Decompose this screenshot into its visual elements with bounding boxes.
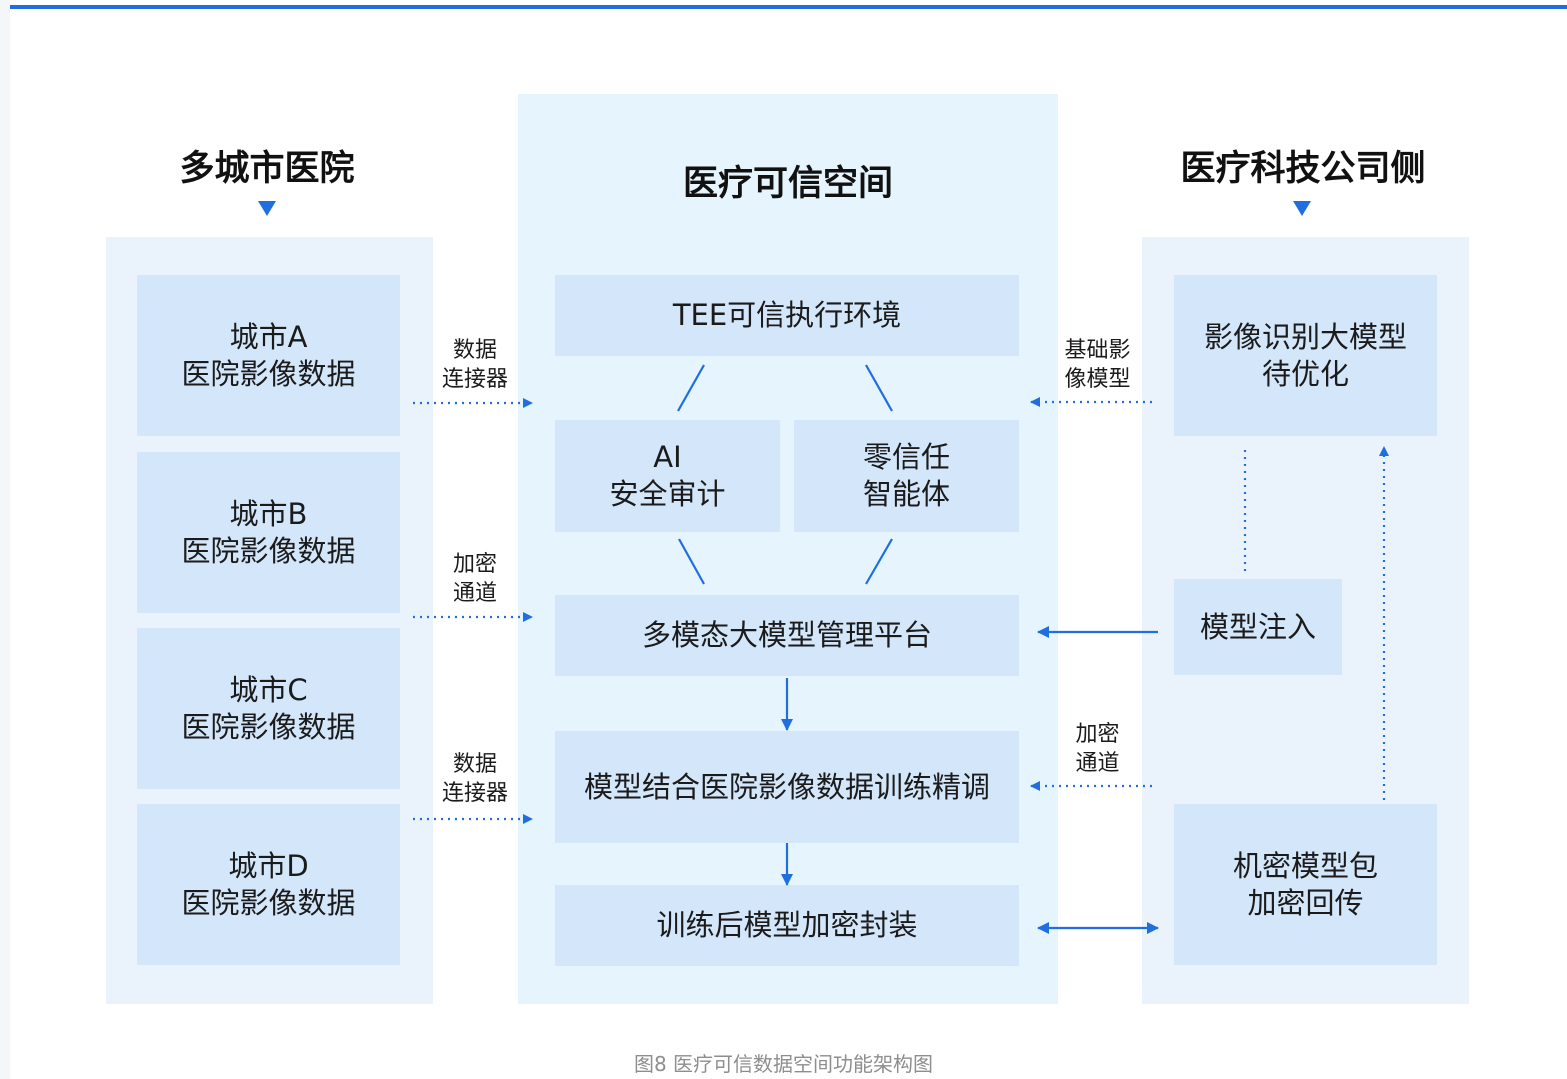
top-accent-bar <box>10 5 1567 9</box>
ai-audit-line2: 安全审计 <box>609 477 726 511</box>
hospital-d-box: 城市D 医院影像数据 <box>137 804 400 965</box>
figure-caption: 图8 医疗可信数据空间功能架构图 <box>633 1052 934 1076</box>
tee-audit-link <box>677 364 705 412</box>
hospital-down-triangle-icon <box>258 201 276 216</box>
ai-audit-line1: AI <box>653 440 682 474</box>
left-connector-label-1: 数据连接器 <box>441 338 508 392</box>
hospital-d-city: 城市D <box>228 848 309 883</box>
hospital-b-data: 医院影像数据 <box>181 533 356 568</box>
zero-trust-line1: 零信任 <box>862 440 950 474</box>
model-return-line1: 机密模型包 <box>1232 848 1378 883</box>
trusted-space-title: 医疗可信空间 <box>682 164 893 204</box>
left-connector-label-2: 加密通道 <box>452 552 497 606</box>
tee-zerotrust-link <box>865 364 893 412</box>
packaging-box: 训练后模型加密封装 <box>555 885 1019 966</box>
left-connector-label-3: 数据连接器 <box>441 752 508 806</box>
zero-trust-box: 零信任 智能体 <box>794 420 1019 532</box>
model-optimize-line2: 待优化 <box>1261 356 1349 391</box>
model-inject-box: 模型注入 <box>1174 579 1342 675</box>
hospital-a-city: 城市A <box>229 319 308 354</box>
hospital-b-box: 城市B 医院影像数据 <box>137 452 400 613</box>
hospital-c-city: 城市C <box>229 672 308 707</box>
model-return-box: 机密模型包 加密回传 <box>1174 804 1437 965</box>
audit-platform-link <box>678 538 705 585</box>
hospital-c-box: 城市C 医院影像数据 <box>137 628 400 789</box>
right-connector-label-2: 加密通道 <box>1075 722 1120 776</box>
model-optimize-box: 影像识别大模型 待优化 <box>1174 275 1437 436</box>
hospital-a-box: 城市A 医院影像数据 <box>137 275 400 436</box>
right-connector-label-1: 基础影像模型 <box>1064 338 1131 392</box>
zero-trust-line2: 智能体 <box>862 477 950 511</box>
company-down-triangle-icon <box>1293 201 1311 216</box>
hospital-b-city: 城市B <box>229 496 308 531</box>
zerotrust-platform-link <box>865 538 893 585</box>
training-box: 模型结合医院影像数据训练精调 <box>555 731 1019 843</box>
ai-audit-box: AI 安全审计 <box>555 420 780 532</box>
hospital-a-data: 医院影像数据 <box>181 356 356 391</box>
tee-box: TEE可信执行环境 <box>555 275 1019 356</box>
left-edge-strip <box>0 0 10 1079</box>
company-column-title: 医疗科技公司侧 <box>1180 149 1426 189</box>
hospital-column-title: 多城市医院 <box>179 149 355 189</box>
hospital-c-data: 医院影像数据 <box>181 709 356 744</box>
model-optimize-line1: 影像识别大模型 <box>1203 319 1407 354</box>
platform-box: 多模态大模型管理平台 <box>555 595 1019 676</box>
model-return-line2: 加密回传 <box>1247 885 1364 920</box>
hospital-d-data: 医院影像数据 <box>181 885 356 920</box>
